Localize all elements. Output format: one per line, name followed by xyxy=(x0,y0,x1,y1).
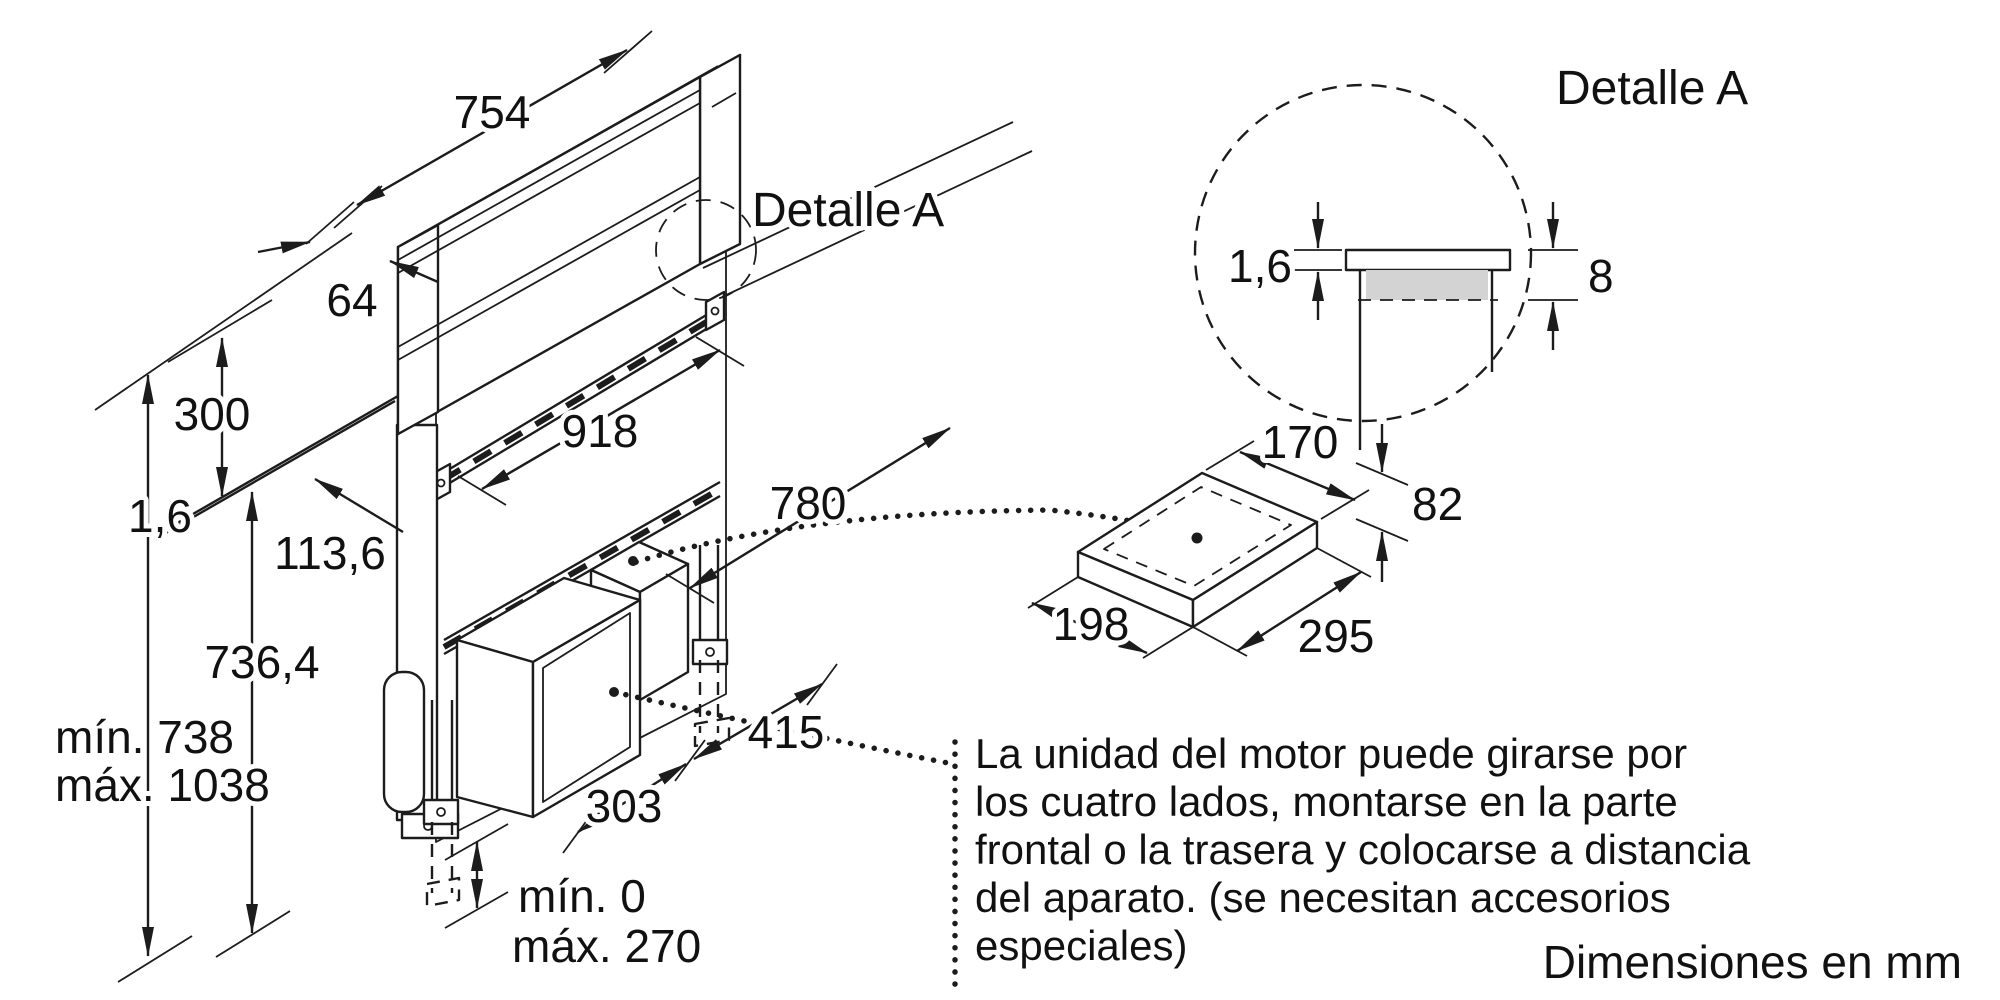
dim-754-label: 754 xyxy=(454,86,531,138)
dim-303-label: 303 xyxy=(586,780,663,832)
dim-max1038-label: máx. 1038 xyxy=(55,759,270,811)
dim-170-label: 170 xyxy=(1262,416,1339,468)
dimension-64 xyxy=(257,240,439,284)
note-line-5: especiales) xyxy=(975,922,1187,969)
dim-918-label: 918 xyxy=(562,405,639,457)
dim-113-6-label: 113,6 xyxy=(274,527,386,579)
note-line-3: frontal o la trasera y colocarse a dista… xyxy=(975,826,1751,873)
telescopic-duct-column xyxy=(382,423,460,840)
dim-1-6-label: 1,6 xyxy=(128,490,192,542)
dimension-780 xyxy=(665,121,1033,604)
detail-title: Detalle A xyxy=(1556,62,1748,115)
dimension-min0-max270 xyxy=(444,823,509,929)
motor-unit-box xyxy=(455,576,642,819)
labels: 754 64 Detalle A 300 1,6 113,6 918 780 7… xyxy=(50,57,1967,993)
dimension-113-6 xyxy=(314,477,404,534)
dimension-736-4 xyxy=(215,491,291,958)
dim-736-4-label: 736,4 xyxy=(204,636,319,688)
dim-max270-label: máx. 270 xyxy=(512,920,701,972)
dim-min738-label: mín. 738 xyxy=(55,711,234,763)
detail-a-view xyxy=(1193,83,1578,450)
detail-a-callout-circle xyxy=(655,199,757,301)
note-line-1: La unidad del motor puede girarse por xyxy=(975,730,1687,777)
dimension-918 xyxy=(457,336,745,506)
dim-64-label: 64 xyxy=(326,274,377,326)
dim-min0-label: mín. 0 xyxy=(518,870,646,922)
note-line-4: del aparato. (se necesitan accesorios xyxy=(975,874,1671,921)
note-line-2: los cuatro lados, montarse en la parte xyxy=(975,778,1678,825)
dim-780-label: 780 xyxy=(770,477,847,529)
remote-motor-box xyxy=(1027,424,1409,659)
dimension-min738-max1038 xyxy=(117,374,193,983)
dim-295-label: 295 xyxy=(1298,610,1375,662)
detail-1-6-label: 1,6 xyxy=(1228,240,1292,292)
detail-ref-label: Detalle A xyxy=(752,184,944,237)
wall-bracket-left xyxy=(422,700,461,908)
dimension-303-415 xyxy=(562,663,838,854)
dim-415-label: 415 xyxy=(748,706,825,758)
dimension-754 xyxy=(305,30,653,245)
dim-300-label: 300 xyxy=(174,388,251,440)
dim-198-label: 198 xyxy=(1053,598,1130,650)
units-label: Dimensiones en mm xyxy=(1543,936,1962,988)
detail-8-label: 8 xyxy=(1588,250,1614,302)
dim-82-label: 82 xyxy=(1412,478,1463,530)
